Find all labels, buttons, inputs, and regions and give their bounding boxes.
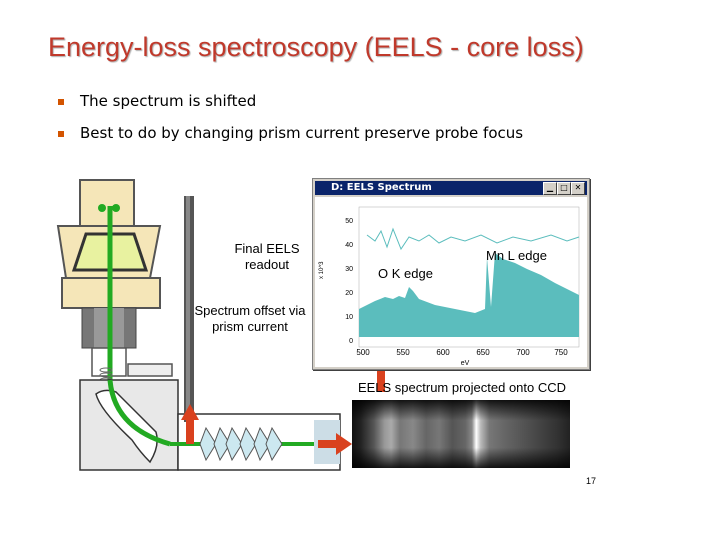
bullet-text: Best to do by changing prism current pre…	[80, 124, 524, 142]
x-tick-label: 700	[516, 348, 530, 357]
x-axis: 500 550 600 650 700 750 eV	[356, 348, 568, 367]
x-tick-label: 750	[554, 348, 568, 357]
x-tick-label: 550	[396, 348, 410, 357]
bullet-item: Best to do by changing prism current pre…	[58, 124, 523, 142]
y-tick-label: 10	[345, 314, 353, 321]
maximize-icon[interactable]: □	[557, 182, 571, 195]
window-title: D: EELS Spectrum	[331, 182, 432, 193]
spectrum-fill	[359, 253, 579, 337]
y-axis-label: x 10^3	[319, 261, 325, 279]
o-k-edge-annotation: O K edge	[378, 266, 433, 281]
beam-marker	[112, 204, 120, 212]
beam-marker	[98, 204, 106, 212]
x-tick-label: 600	[436, 348, 450, 357]
y-tick-label: 20	[345, 290, 353, 297]
slide-title: Energy-loss spectroscopy (EELS - core lo…	[48, 32, 584, 62]
readout-bar-shine	[186, 196, 190, 422]
page-number: 17	[586, 476, 597, 486]
bullet-text: The spectrum is shifted	[80, 92, 257, 110]
window-titlebar: D: EELS Spectrum ▁ □ ✕	[315, 181, 587, 195]
lens-stack	[199, 426, 283, 462]
close-icon[interactable]: ✕	[571, 182, 585, 195]
minimize-icon[interactable]: ▁	[543, 182, 557, 195]
x-tick-label: 500	[356, 348, 370, 357]
ccd-vignette	[352, 400, 570, 468]
x-tick-label: 650	[476, 348, 490, 357]
bullet-item: The spectrum is shifted	[58, 92, 256, 110]
bullet-marker	[58, 98, 64, 105]
beam-curve	[107, 379, 171, 447]
mn-l-edge-annotation: Mn L edge	[486, 248, 547, 263]
side-port	[127, 363, 173, 377]
y-tick-label: 40	[345, 242, 353, 249]
y-tick-label: 0	[349, 338, 353, 345]
y-tick-label: 30	[345, 266, 353, 273]
spectrum-noise	[366, 227, 580, 251]
spectrum-plot: 50 40 30 20 10 0 x 10^3 500 550 600 650 …	[315, 197, 587, 367]
prism-current-arrow	[181, 404, 199, 444]
ccd-caption: EELS spectrum projected onto CCD	[357, 380, 567, 395]
eels-spectrum-window: D: EELS Spectrum ▁ □ ✕ 50 40 30 20 10 0 …	[312, 178, 590, 370]
final-readout-label: Final EELS readout	[234, 241, 300, 272]
bullet-marker	[58, 130, 64, 137]
output-arrow	[318, 433, 352, 455]
y-axis: 50 40 30 20 10 0	[345, 218, 353, 345]
x-axis-label: eV	[461, 360, 470, 367]
y-tick-label: 50	[345, 218, 353, 225]
spectrum-offset-label: Spectrum offset via prism current	[194, 303, 306, 334]
detector-top-box	[79, 179, 135, 227]
